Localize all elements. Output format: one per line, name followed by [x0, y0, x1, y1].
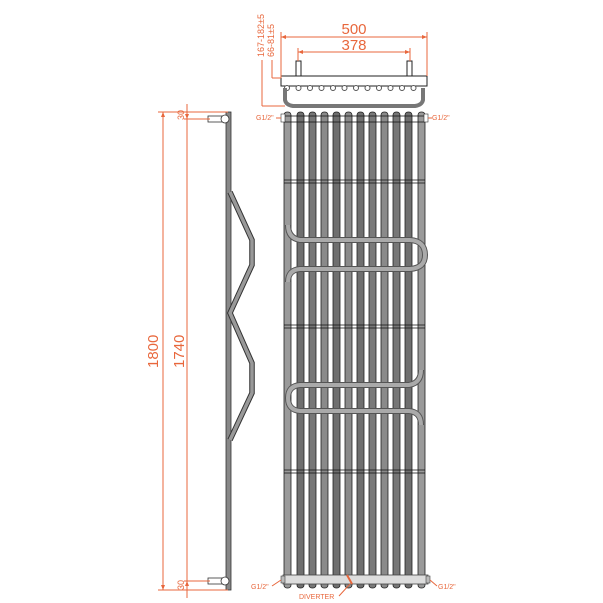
dim-overall-width: 500 — [341, 21, 366, 38]
plan-view — [280, 60, 428, 108]
dim-top-offset: 30 — [176, 110, 186, 120]
dim-pipe-centres-height: 1740 — [171, 335, 188, 368]
dim-overall-height: 1800 — [145, 335, 162, 368]
connection-labels: G1/2" G1/2" G1/2" G1/2" DIVERTER — [251, 115, 456, 601]
label-inlet-top-right: G1/2" — [432, 115, 450, 122]
label-inlet-top-left: G1/2" — [256, 115, 274, 122]
label-diverter: DIVERTER — [299, 594, 334, 601]
plan-dimensions: 500 378 167-182±5 66-81±5 — [256, 14, 428, 107]
side-dimensions: 1800 1740 30 30 — [145, 104, 228, 598]
front-view — [280, 111, 431, 589]
dim-wall-clearance-outer: 167-182±5 — [256, 14, 266, 57]
dim-wall-clearance-inner: 66-81±5 — [266, 24, 276, 57]
dim-pipe-centres: 378 — [341, 37, 366, 54]
label-inlet-bottom-right: G1/2" — [438, 584, 456, 591]
side-view — [207, 111, 255, 591]
dim-bottom-offset: 30 — [176, 580, 186, 590]
label-inlet-bottom-left: G1/2" — [251, 584, 269, 591]
